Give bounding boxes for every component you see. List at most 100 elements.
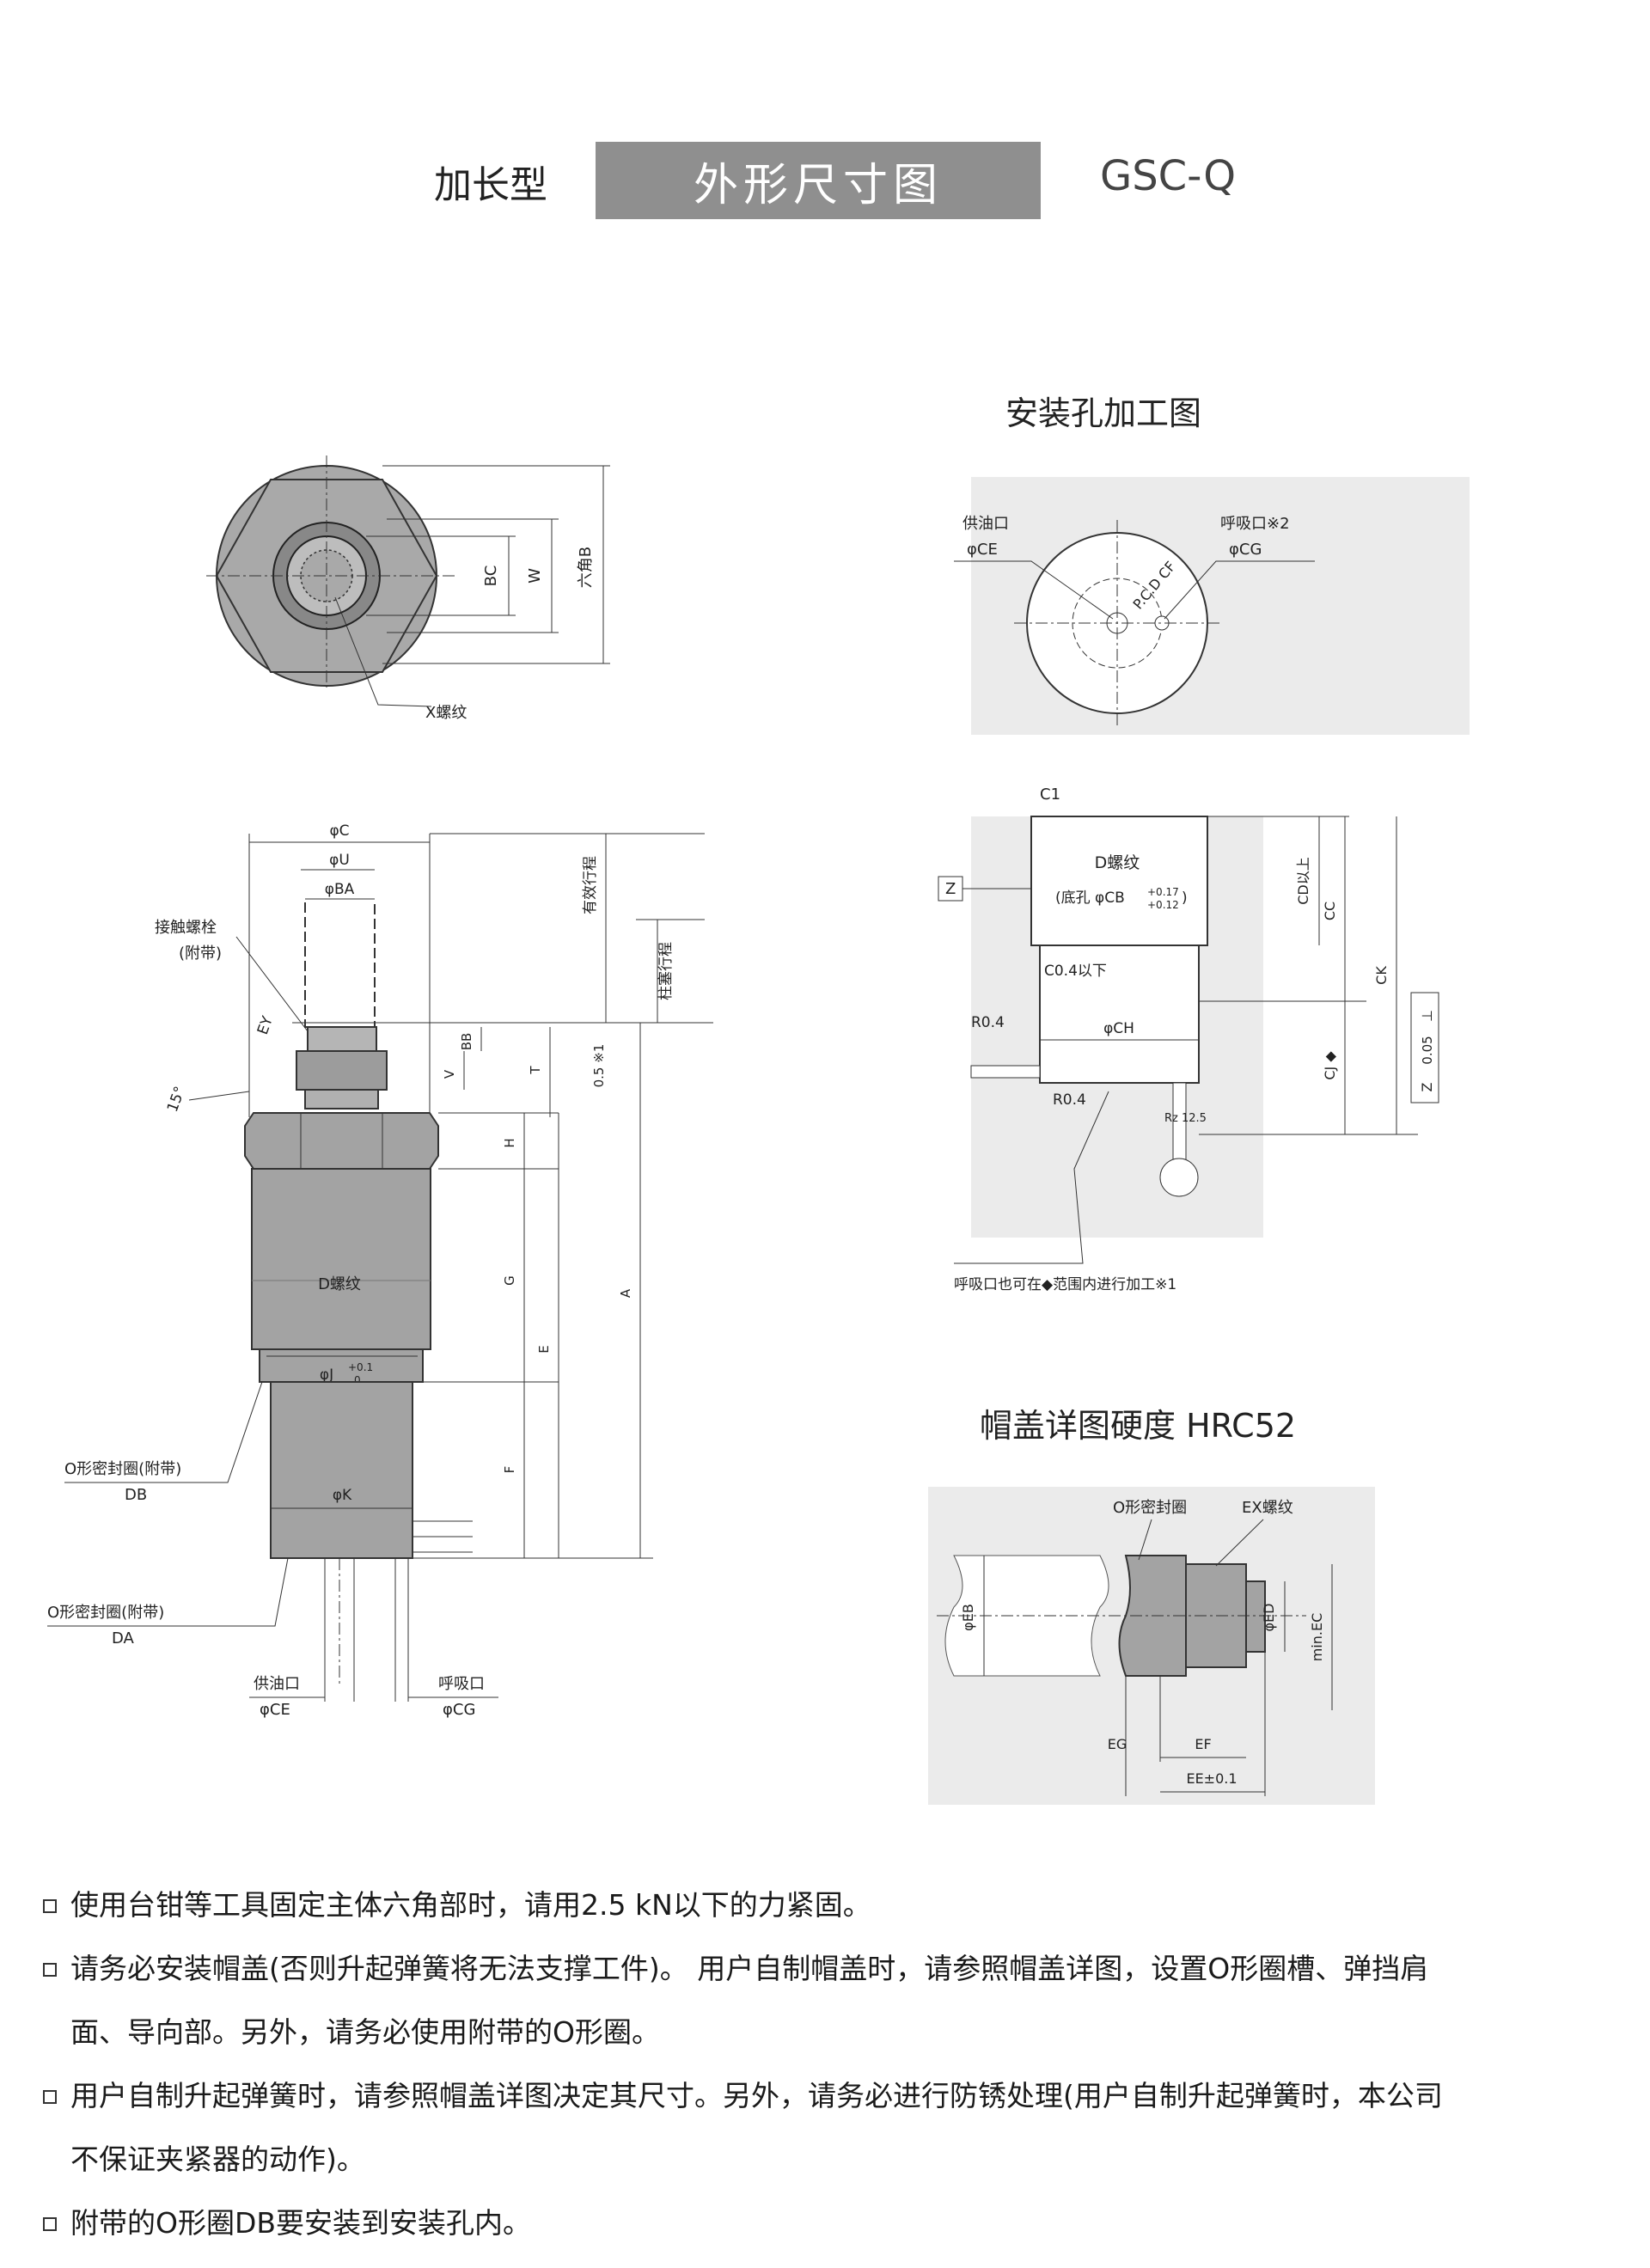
cap-detail-title: 帽盖详图硬度 HRC52 — [980, 1407, 1297, 1445]
c04-label: C0.4以下 — [1044, 963, 1107, 980]
ex-thread-leader — [1215, 1519, 1264, 1567]
v-label: V — [442, 1069, 457, 1079]
page-title: 外形尺寸图 — [693, 159, 943, 211]
ex-thread-label: EX螺纹 — [1242, 1499, 1293, 1517]
ey-label: EY — [254, 1013, 277, 1036]
model-label: GSC-Q — [1100, 152, 1237, 200]
section-bottom-hole-close: ) — [1182, 889, 1188, 907]
section-port-ball — [1159, 1158, 1199, 1197]
oring-db-leader — [64, 1381, 263, 1483]
w-label: W — [526, 568, 544, 584]
perp-z: Z — [1419, 1082, 1435, 1091]
cj-label: CJ ◆ — [1322, 1051, 1338, 1080]
c1-label: C1 — [1040, 786, 1060, 804]
section-bottom-hole-tol-upper: +0.17 — [1147, 886, 1179, 898]
angle-label: 15° — [164, 1085, 189, 1115]
ee-label: EE±0.1 — [1186, 1770, 1237, 1787]
phi-c-label: φC — [329, 822, 349, 840]
bc-label: BC — [482, 565, 500, 587]
bullet-box-icon — [43, 1899, 57, 1913]
e-label: E — [536, 1345, 552, 1353]
collar — [304, 1089, 379, 1110]
hex-body — [244, 1112, 439, 1170]
mount-hole-title: 安装孔加工图 — [1005, 394, 1202, 432]
oring-db: DB — [125, 1486, 147, 1504]
mount-supply-label: 供油口 — [962, 515, 1009, 533]
phi-ch-label: φCH — [1103, 1020, 1134, 1037]
section-hole-lower — [1039, 944, 1200, 1084]
cap-oring-leader — [1138, 1519, 1152, 1561]
mount-hole-top-drawing: 供油口 φCE 呼吸口※2 φCG P.C.D CF — [954, 477, 1470, 735]
mount-breath-label: 呼吸口※2 — [1220, 515, 1290, 533]
breath-note-leader — [954, 1091, 1109, 1264]
cc-label: CC — [1322, 902, 1338, 920]
mount-breath-leader — [1164, 560, 1315, 620]
breath-note: 呼吸口也可在◆范围内进行加工※1 — [954, 1276, 1176, 1293]
phi-k-label: φK — [333, 1487, 352, 1504]
top-view-drawing: BC W 六角B X螺纹 — [206, 455, 610, 722]
bullet-box-icon — [43, 2217, 57, 2231]
hex-b-label: 六角B — [577, 547, 595, 588]
breath-cg: φCG — [443, 1701, 475, 1719]
a-label: A — [618, 1288, 633, 1298]
note-item: 附带的O形圈DB要安装到安装孔内。 — [43, 2192, 1616, 2255]
r04-label-b: R0.4 — [1053, 1091, 1086, 1109]
cd-above-label: CD以上 — [1295, 857, 1311, 905]
contact-bolt — [304, 902, 376, 1028]
note-item: 使用台钳等工具固定主体六角部时，请用2.5 kN以下的力紧固。 — [43, 1874, 1616, 1937]
page-header: 加长型 外形尺寸图 GSC-Q — [0, 142, 1650, 219]
side-view-drawing: φC φU φBA 接触螺栓 (附带) EY 15° D螺纹 φJ +0.1 0… — [47, 822, 713, 1719]
supply-ce: φCE — [260, 1701, 290, 1719]
oring-da-label: O形密封圈(附带) — [47, 1604, 164, 1622]
section-port-left — [970, 1065, 1041, 1079]
eg-label: EG — [1108, 1736, 1128, 1752]
phi-j-label: φJ — [320, 1366, 333, 1384]
phi-u-label: φU — [329, 852, 350, 869]
ck-label: CK — [1373, 966, 1390, 985]
cap-tip — [1245, 1580, 1266, 1653]
perp-frame — [1410, 992, 1439, 1103]
title-box: 外形尺寸图 — [596, 142, 1041, 219]
perp-tol: 0.05 — [1420, 1036, 1435, 1064]
type-label: 加长型 — [434, 163, 547, 207]
mount-supply-ce: φCE — [967, 541, 998, 559]
notes-list: 使用台钳等工具固定主体六角部时，请用2.5 kN以下的力紧固。 请务必安装帽盖(… — [43, 1874, 1616, 2255]
x-thread-label: X螺纹 — [425, 704, 467, 722]
phi-j-tol-lower: 0 — [354, 1374, 361, 1386]
stroke-effective-label: 有效行程 — [582, 856, 599, 914]
z-datum: Z — [945, 880, 956, 898]
lower-body — [270, 1381, 413, 1559]
min-ec-label: min.EC — [1309, 1613, 1325, 1662]
f-label: F — [502, 1466, 517, 1474]
ef-label: EF — [1195, 1736, 1211, 1752]
flange — [259, 1348, 424, 1383]
cap-oring-label: O形密封圈 — [1113, 1499, 1187, 1517]
section-d-thread: D螺纹 — [1095, 853, 1140, 872]
x-thread-leader — [334, 596, 432, 707]
cap-detail-drawing: φEB φED min.EC O形密封圈 EX螺纹 EF EG EE±0.1 — [928, 1487, 1375, 1805]
contact-bolt-note: (附带) — [179, 944, 222, 963]
angle-line — [188, 1091, 250, 1101]
bolt-nut — [296, 1050, 388, 1091]
contact-bolt-label: 接触螺栓 — [155, 919, 217, 937]
h-label: H — [502, 1138, 517, 1147]
half-mm-label: 0.5 ※1 — [591, 1044, 607, 1088]
bolt-head — [307, 1026, 377, 1052]
section-bottom-hole: (底孔 φCB — [1055, 889, 1125, 907]
rz-label: Rz 12.5 — [1164, 1112, 1207, 1125]
phi-ba-label: φBA — [325, 881, 355, 898]
d-thread-label: D螺纹 — [318, 1275, 361, 1293]
contact-bolt-leader — [235, 936, 309, 1032]
t-label: T — [528, 1066, 543, 1075]
section-bottom-hole-tol-lower: +0.12 — [1147, 899, 1179, 911]
oring-da: DA — [112, 1629, 135, 1648]
phi-j-tol-upper: +0.1 — [348, 1361, 373, 1373]
bullet-box-icon — [43, 2090, 57, 2104]
phi-ed-label: φED — [1261, 1604, 1277, 1632]
note-item: 用户自制升起弹簧时，请参照帽盖详图决定其尺寸。另外，请务必进行防锈处理(用户自制… — [43, 2064, 1616, 2192]
breath-port-label: 呼吸口 — [438, 1675, 485, 1693]
note-item: 请务必安装帽盖(否则升起弹簧将无法支撑工件)。 用户自制帽盖时，请参照帽盖详图，… — [43, 1937, 1616, 2064]
r04-label-a: R0.4 — [971, 1014, 1005, 1031]
perp-symbol: ⊥ — [1419, 1010, 1435, 1022]
supply-port-label: 供油口 — [254, 1675, 300, 1693]
